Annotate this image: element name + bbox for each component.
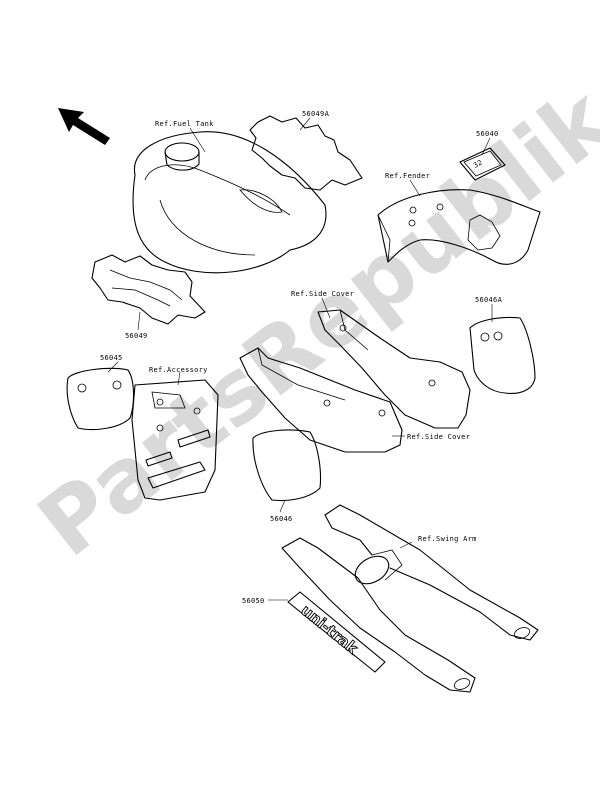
direction-arrow-icon [58, 108, 110, 145]
label-56049: 56049 [125, 332, 148, 340]
label-ref-fender: Ref.Fender [385, 172, 430, 180]
decal-56045 [66, 367, 135, 431]
label-56040: 56040 [476, 130, 499, 138]
label-ref-swing-arm: Ref.Swing Arm [418, 535, 477, 543]
decal-56046a [469, 316, 536, 394]
label-56045: 56045 [100, 354, 123, 362]
label-56049a: 56049A [302, 110, 330, 118]
label-56050: 56050 [242, 597, 265, 605]
side-cover-right-outline [317, 309, 471, 429]
label-ref-fuel-tank: Ref.Fuel Tank [155, 120, 214, 128]
rear-fender-outline [377, 189, 541, 265]
svg-text:32: 32 [472, 158, 484, 169]
side-cover-left-outline [239, 347, 403, 453]
watermark-text: PartsRepublik [20, 66, 600, 576]
decal-56049a [249, 115, 363, 191]
label-ref-accessory: Ref.Accessory [149, 366, 208, 374]
label-ref-side-cover-bottom: Ref.Side Cover [407, 433, 470, 441]
label-56046a: 56046A [475, 296, 503, 304]
decal-56046 [252, 429, 322, 502]
label-ref-side-cover-top: Ref.Side Cover [291, 290, 354, 298]
decal-56049 [91, 254, 206, 325]
decal-56050-uni-trak: uni-trak [287, 591, 386, 673]
fuel-tank-outline [132, 131, 327, 274]
swing-arm-outline [281, 504, 539, 693]
label-56046: 56046 [270, 515, 293, 523]
decal-text: uni-trak [297, 601, 361, 658]
emblem-56040: 32 [459, 147, 506, 181]
leader-lines [107, 117, 493, 601]
accessory-plate-outline [131, 379, 219, 501]
